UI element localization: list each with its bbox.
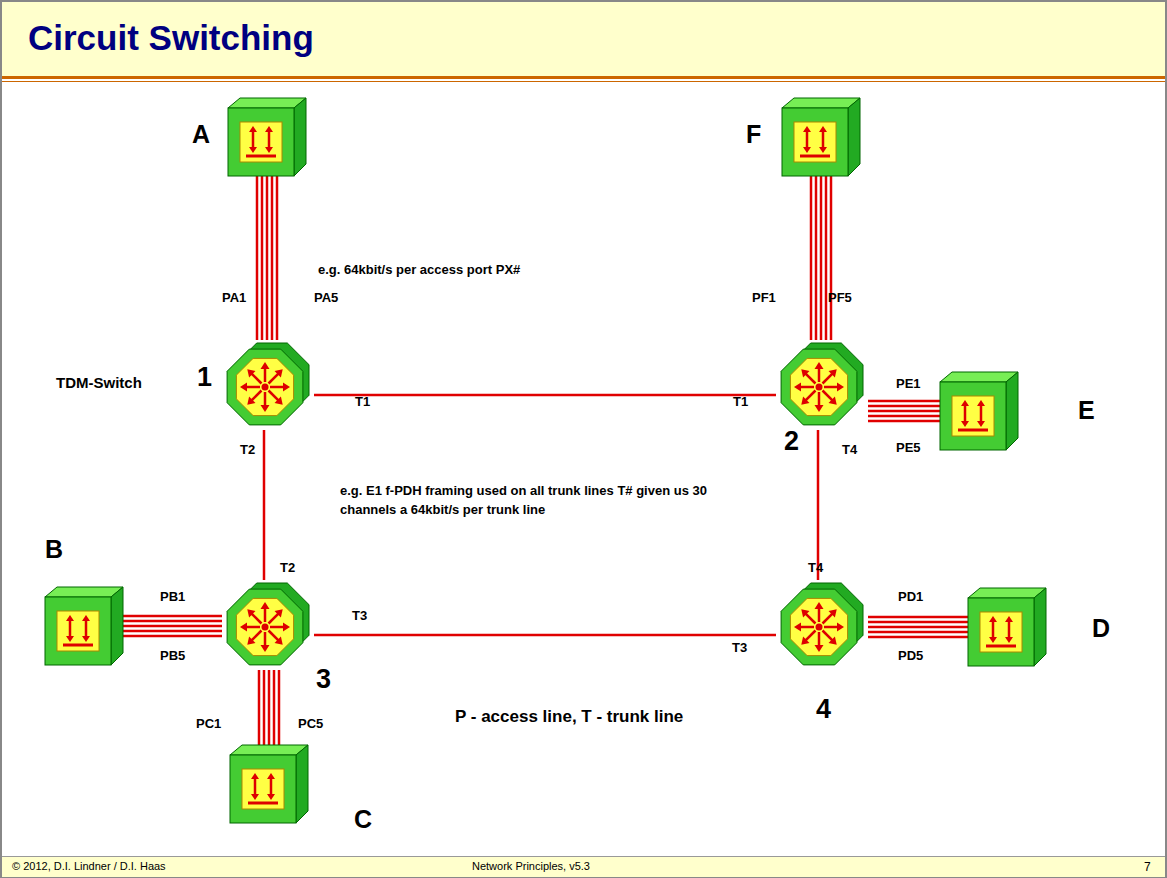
switch-label: 2 [784,426,799,457]
port-label: PE5 [896,440,921,455]
port-label: PB1 [160,589,185,604]
terminal-letter: B [45,535,63,564]
trunk-label: T3 [352,608,367,623]
access-line-bundle [123,616,222,636]
terminal-node: A [228,98,306,176]
trunk-line [264,430,265,580]
port-label: PD1 [898,589,923,604]
terminal-letter: F [746,120,761,149]
trunk-label: T1 [733,394,748,409]
port-label: PF1 [752,290,776,305]
port-label: PC5 [298,716,323,731]
terminal-icon [230,745,308,823]
terminal-icon [968,588,1046,666]
terminal-letter: D [1092,614,1110,643]
switch-icon [776,340,868,430]
terminal-node: D [968,588,1046,666]
port-label: PE1 [896,376,921,391]
tdm-switch: 4 [776,580,868,670]
port-label: PB5 [160,648,185,663]
switch-icon [222,340,314,430]
terminal-letter: A [192,120,210,149]
terminal-letter: C [354,805,372,834]
access-line-bundle [868,401,940,421]
trunk-label: T4 [842,442,857,457]
port-label: PF5 [828,290,852,305]
slide-title: Circuit Switching [28,18,314,58]
terminal-node: C [230,745,308,823]
tdm-switch: 2 [776,340,868,430]
page-number: 7 [1144,860,1151,874]
tdm-switch: 3 [222,580,314,670]
trunk-label: T2 [280,560,295,575]
switch-label: TDM-Switch [56,374,142,391]
switch-label: 4 [816,694,831,725]
note: e.g. E1 f-PDH framing used on all trunk … [340,482,750,520]
trunk-label: T3 [732,640,747,655]
tdm-switch: TDM-Switch1 [222,340,314,430]
terminal-node: E [940,372,1018,450]
port-label: PC1 [196,716,221,731]
access-line-bundle [259,670,279,745]
terminal-icon [228,98,306,176]
access-line-bundle [868,617,968,637]
terminal-letter: E [1078,396,1095,425]
trunk-label: T4 [808,560,823,575]
switch-label: 1 [197,362,212,393]
trunk-label: T2 [240,442,255,457]
terminal-icon [782,98,860,176]
trunk-line [314,635,776,636]
footer-text: Network Principles, v5.3 [472,860,590,872]
access-line-bundle [257,176,277,340]
port-label: PD5 [898,648,923,663]
title-rule [2,81,1165,82]
switch-label: 3 [316,664,331,695]
switch-icon [222,580,314,670]
note: e.g. 64kbit/s per access port PX# [318,262,520,277]
terminal-node: B [45,587,123,665]
trunk-label: T1 [355,394,370,409]
port-label: PA5 [314,290,338,305]
trunk-line [818,430,819,580]
terminal-icon [45,587,123,665]
trunk-line [314,395,776,396]
terminal-node: F [782,98,860,176]
switch-icon [776,580,868,670]
legend-note: P - access line, T - trunk line [455,707,683,727]
copyright: © 2012, D.I. Lindner / D.I. Haas [12,860,166,872]
access-line-bundle [811,176,831,340]
port-label: PA1 [222,290,246,305]
terminal-icon [940,372,1018,450]
